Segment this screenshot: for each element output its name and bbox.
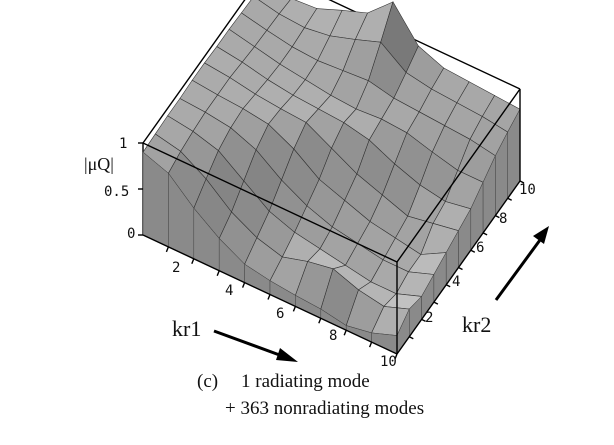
x-tick-6: 6 bbox=[276, 306, 284, 322]
y-tick-8: 8 bbox=[499, 211, 507, 227]
x-tick-mark bbox=[292, 306, 297, 312]
x-tick-2: 2 bbox=[172, 260, 180, 276]
y-axis-label: kr2 bbox=[462, 312, 491, 337]
box-edge bbox=[396, 88, 521, 263]
y-tick-6: 6 bbox=[476, 240, 484, 256]
y-tick-10: 10 bbox=[519, 182, 536, 198]
y-tick-mark bbox=[519, 180, 525, 184]
caption-label: (c) bbox=[197, 371, 219, 392]
z-tick-0.5: 0.5 bbox=[104, 184, 129, 200]
z-tick-1: 1 bbox=[119, 136, 127, 152]
x-tick-mark bbox=[165, 246, 170, 253]
y-tick-mark bbox=[421, 318, 426, 323]
x-tick-mark bbox=[267, 294, 271, 300]
x-tick-mark bbox=[368, 341, 373, 348]
y-tick-4: 4 bbox=[452, 274, 460, 290]
box-edge bbox=[142, 0, 246, 144]
x-tick-mark bbox=[191, 258, 195, 265]
y-axis-arrow bbox=[494, 226, 549, 301]
x-tick-4: 4 bbox=[225, 283, 233, 299]
y-tick-mark bbox=[445, 284, 451, 288]
y-tick-2: 2 bbox=[425, 310, 433, 326]
x-tick-mark bbox=[318, 318, 322, 324]
axis-ticks bbox=[138, 142, 525, 360]
x-axis-label: kr1 bbox=[172, 316, 201, 341]
x-tick-mark bbox=[241, 282, 246, 288]
y-tick-mark bbox=[408, 336, 414, 340]
y-tick-mark bbox=[458, 266, 463, 271]
z-tick-0: 0 bbox=[127, 226, 135, 242]
y-tick-mark bbox=[433, 301, 439, 305]
y-tick-mark bbox=[470, 249, 476, 253]
x-axis-arrow bbox=[213, 329, 298, 362]
x-tick-8: 8 bbox=[329, 328, 337, 344]
x-tick-mark bbox=[216, 270, 220, 276]
caption-line-2: + 363 nonradiating modes bbox=[225, 398, 425, 419]
box-edge bbox=[142, 142, 398, 263]
surface-mesh bbox=[142, 0, 521, 355]
x-tick-mark bbox=[394, 353, 398, 360]
y-tick-mark bbox=[507, 197, 513, 201]
y-tick-mark bbox=[482, 232, 488, 236]
caption-line-1: 1 radiating mode bbox=[241, 371, 370, 392]
x-tick-10: 10 bbox=[380, 354, 397, 370]
z-axis-label: |μQ| bbox=[84, 154, 114, 174]
x-tick-mark bbox=[343, 329, 347, 336]
y-tick-mark bbox=[495, 214, 500, 219]
